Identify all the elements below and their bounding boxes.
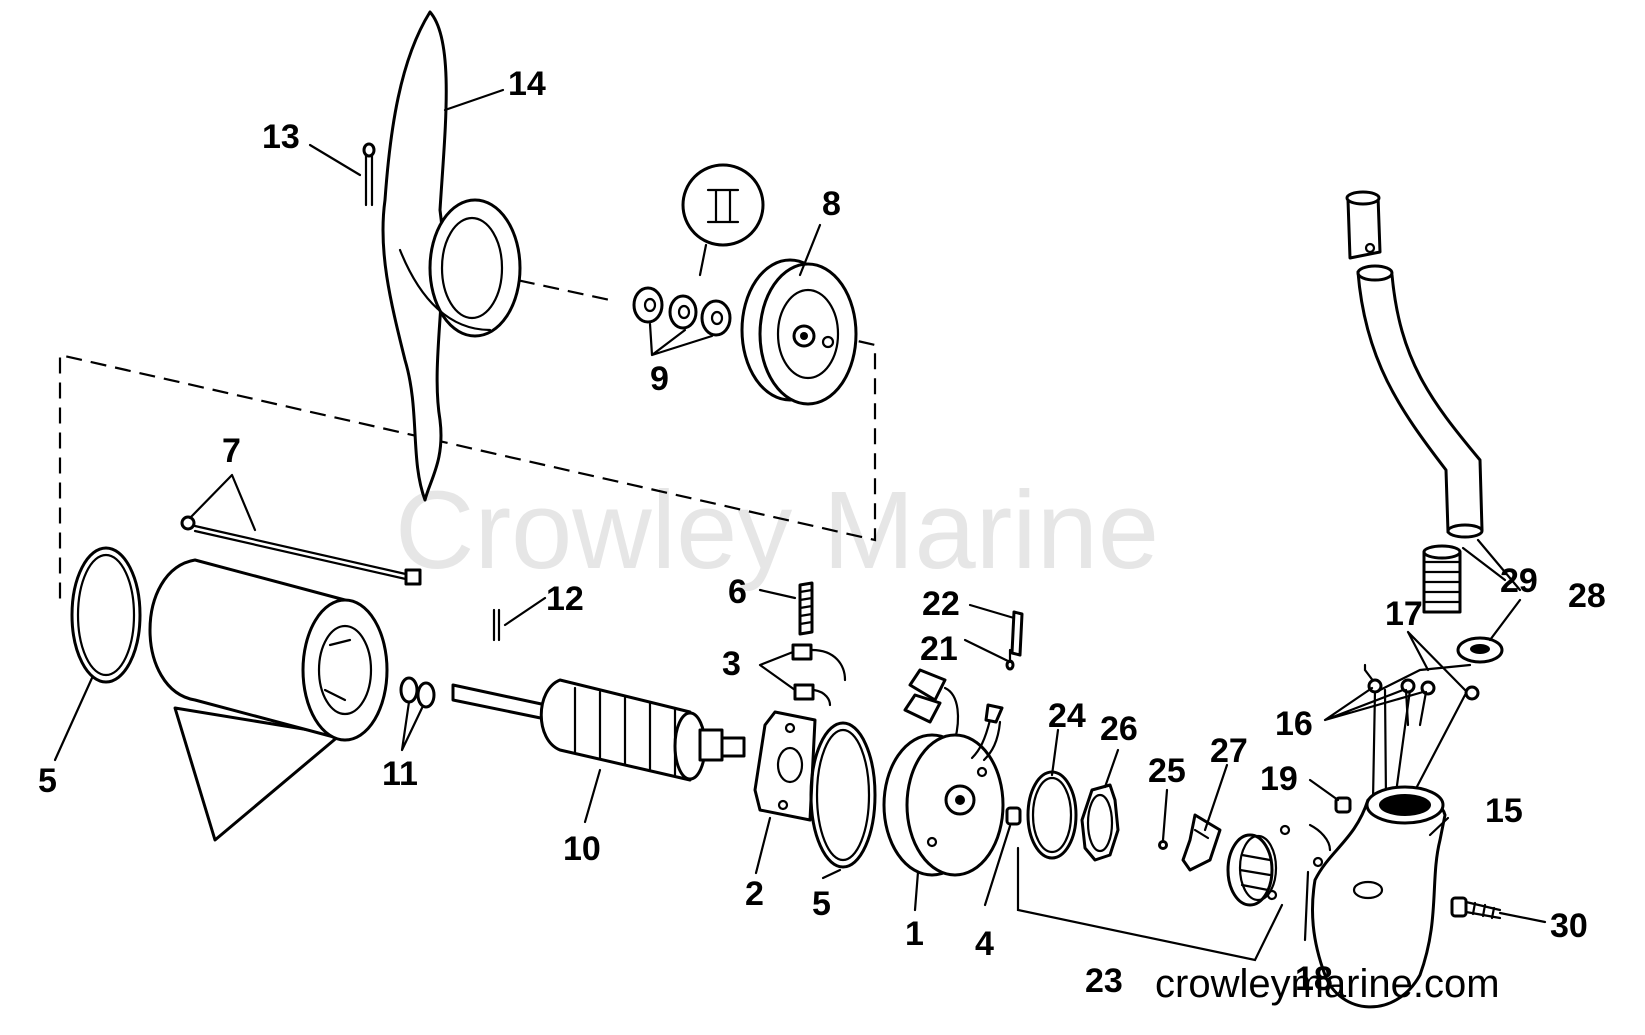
tube-washer <box>1456 636 1504 664</box>
callout-29: 29 <box>1500 562 1538 600</box>
housing-screw <box>1450 896 1502 920</box>
watermark-text: Crowley Marine <box>395 469 1159 592</box>
callout-17: 17 <box>1385 595 1423 633</box>
callout-26: 26 <box>1100 710 1138 748</box>
callout-11: 11 <box>382 755 418 793</box>
motor-housing <box>148 558 389 842</box>
end-cap-housing <box>740 258 858 406</box>
wire-leads <box>1363 663 1480 802</box>
thru-bolt <box>180 515 422 586</box>
callout-24: 24 <box>1048 697 1086 735</box>
callout-5-middle: 5 <box>812 885 831 923</box>
callout-30: 30 <box>1550 907 1588 945</box>
small-screw <box>1158 840 1168 850</box>
callout-5-left: 5 <box>38 762 57 800</box>
callout-12: 12 <box>546 580 584 618</box>
cotter-pin <box>362 142 376 207</box>
callout-13: 13 <box>262 118 300 156</box>
bushing <box>1005 806 1022 826</box>
callout-4: 4 <box>975 925 994 963</box>
callout-8: 8 <box>822 185 841 223</box>
leader-lines <box>53 88 1547 962</box>
o-ring-small <box>1026 770 1078 860</box>
thrust-washers <box>399 676 436 709</box>
callout-27: 27 <box>1210 732 1248 770</box>
callout-23: 23 <box>1085 962 1123 1000</box>
callout-1: 1 <box>905 915 924 953</box>
callout-19: 19 <box>1260 760 1298 798</box>
terminal-and-pin <box>1005 610 1024 671</box>
callout-6: 6 <box>728 573 747 611</box>
lock-nut <box>1080 783 1120 862</box>
steering-tube <box>1345 190 1484 539</box>
brush-plate <box>753 710 817 822</box>
callout-25: 25 <box>1148 752 1186 790</box>
armature <box>451 678 746 782</box>
lower-unit-housing <box>1308 785 1447 1009</box>
drain-plug <box>1334 796 1352 814</box>
o-ring-left <box>70 546 142 684</box>
callout-10: 10 <box>563 830 601 868</box>
callout-3: 3 <box>722 645 741 683</box>
callout-16: 16 <box>1275 705 1313 743</box>
seal-ring <box>1226 824 1291 907</box>
callout-2: 2 <box>745 875 764 913</box>
washer-detail-inset <box>681 163 765 247</box>
footer-site-name: crowleymarine.com <box>1155 962 1500 1006</box>
callout-28: 28 <box>1568 577 1606 615</box>
propeller <box>381 10 522 502</box>
callout-21: 21 <box>920 630 958 668</box>
assembly-guide-lines <box>58 268 877 605</box>
callout-22: 22 <box>922 585 960 623</box>
callout-15: 15 <box>1485 792 1523 830</box>
o-ring-middle <box>809 721 877 869</box>
switch-bracket <box>1181 813 1222 872</box>
callout-7: 7 <box>222 432 241 470</box>
callout-numbers: 14 13 8 9 7 5 12 11 10 6 3 2 5 1 4 22 21… <box>38 65 1606 1000</box>
brushes <box>791 643 847 707</box>
roll-pin <box>492 608 501 642</box>
callout-18: 18 <box>1295 960 1333 998</box>
end-bell <box>882 668 1005 877</box>
brush-spring <box>798 581 814 636</box>
callout-9: 9 <box>650 360 669 398</box>
washers <box>632 286 732 337</box>
callout-14: 14 <box>508 65 546 103</box>
tube-spring <box>1422 544 1462 614</box>
